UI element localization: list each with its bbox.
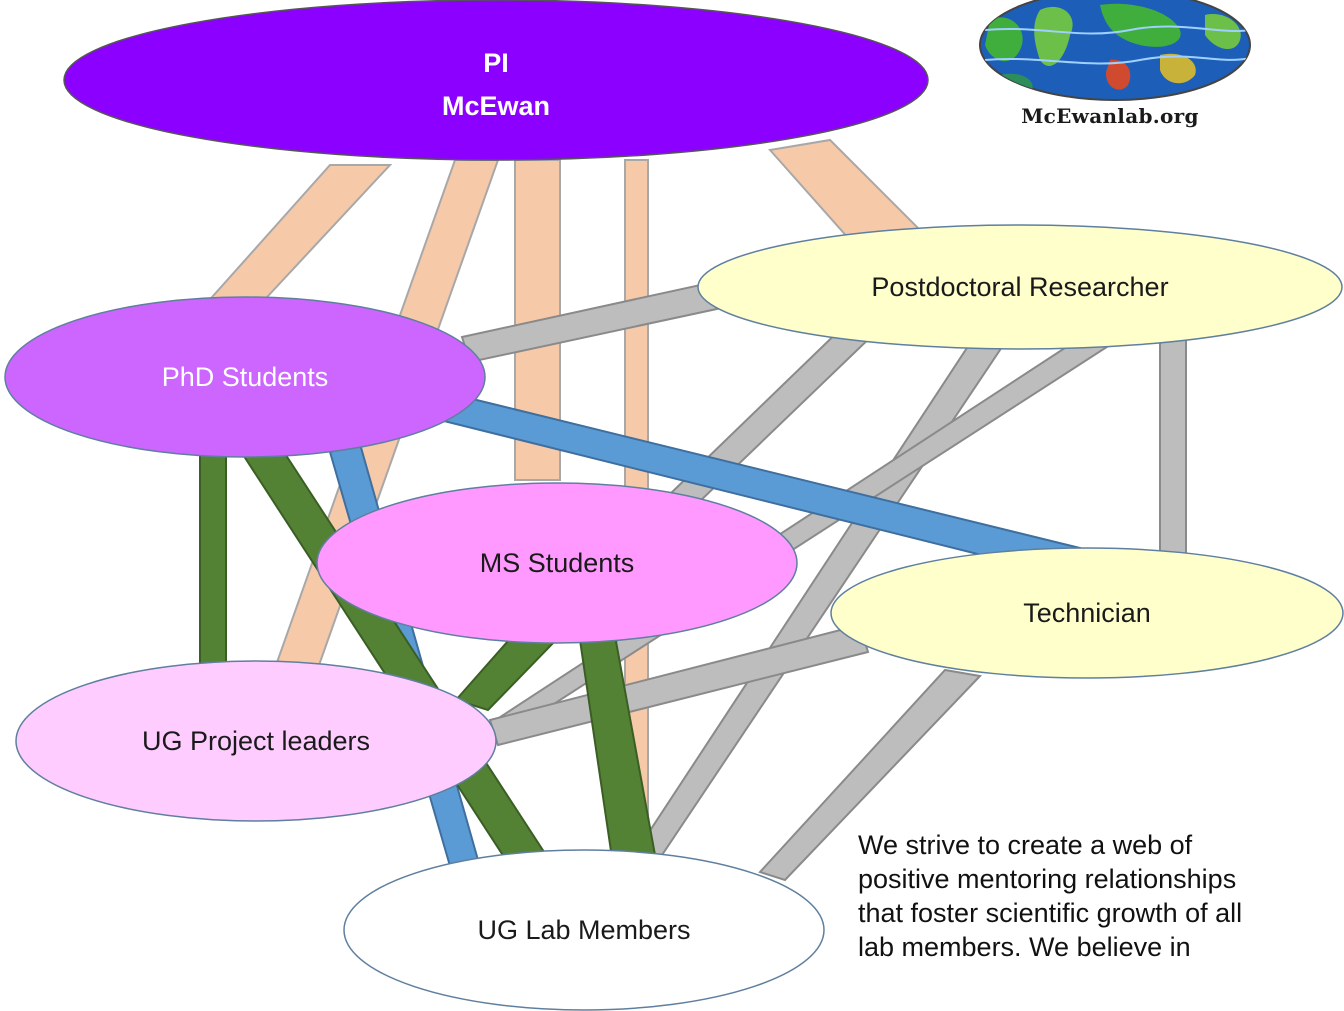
node-phd: PhD Students: [4, 296, 486, 458]
link-pi-phd: [202, 164, 393, 312]
node-ug-members: UG Lab Members: [343, 849, 825, 1011]
ug-members-label: UG Lab Members: [477, 915, 690, 945]
technician-label: Technician: [1023, 598, 1151, 628]
node-ug-leaders: UG Project leaders: [15, 660, 497, 822]
link-technician-ug-members: [758, 668, 983, 882]
mission-statement: We strive to create a web of positive me…: [858, 830, 1243, 962]
node-ms: MS Students: [316, 482, 798, 644]
node-technician: Technician: [830, 547, 1344, 679]
pi-name: McEwan: [442, 91, 550, 121]
link-phd-ug-leaders: [199, 449, 227, 666]
ms-label: MS Students: [480, 548, 635, 578]
link-postdoc-technician: [1159, 329, 1187, 556]
phd-label: PhD Students: [162, 362, 329, 392]
node-postdoc: Postdoctoral Researcher: [697, 224, 1343, 350]
logo: McEwanlab.org: [960, 0, 1260, 140]
logo-text: McEwanlab.org: [1021, 104, 1199, 128]
link-pi-postdoc: [768, 138, 923, 242]
postdoc-label: Postdoctoral Researcher: [871, 272, 1168, 302]
ug-leaders-label: UG Project leaders: [142, 726, 370, 756]
pi-title: PI: [483, 48, 509, 78]
node-pi: PI McEwan: [63, 0, 929, 161]
world-map-brain-icon: [979, 0, 1251, 101]
